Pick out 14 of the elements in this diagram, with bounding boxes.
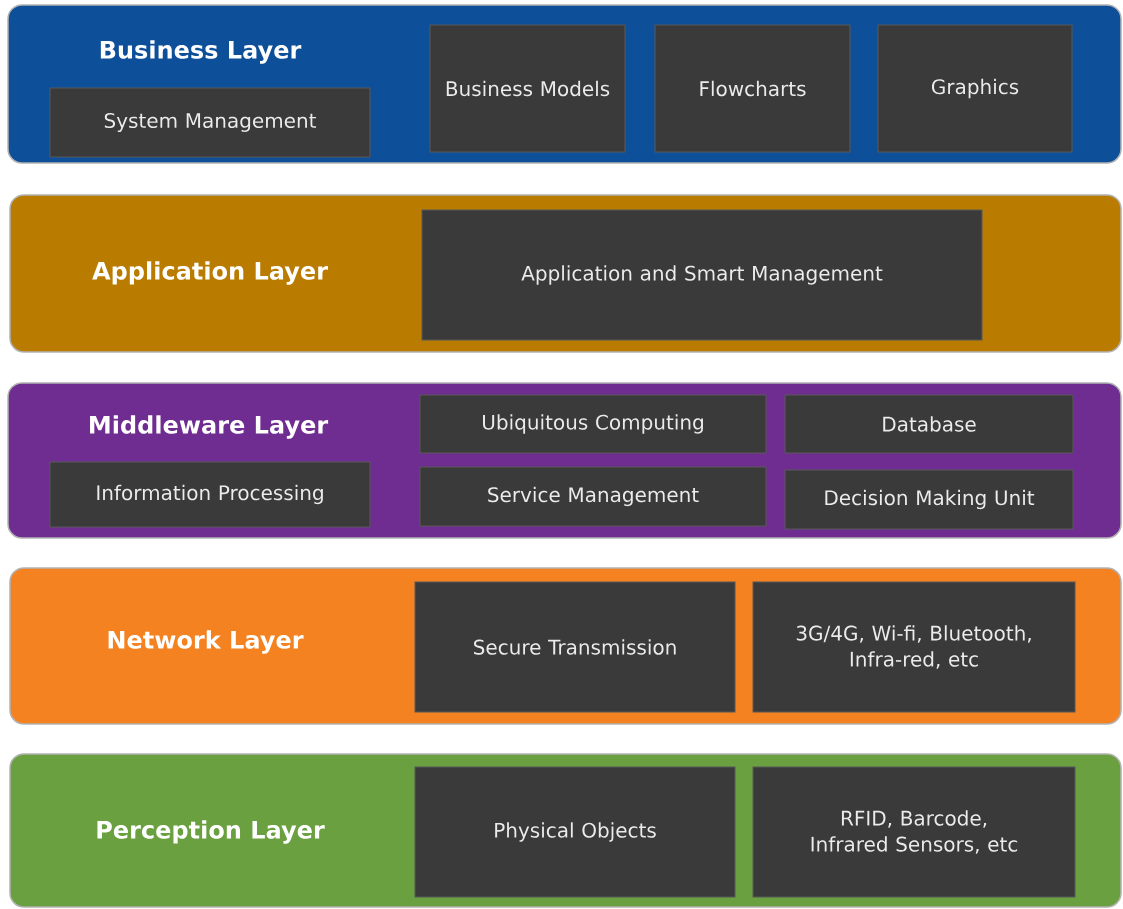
component-box: 3G/4G, Wi-fi, Bluetooth, Infra-red, etc — [752, 581, 1076, 713]
component-box: Flowcharts — [654, 24, 851, 153]
component-box: System Management — [49, 87, 371, 158]
component-box: Graphics — [877, 24, 1073, 153]
component-box: Business Models — [429, 24, 626, 153]
component-box: Database — [784, 394, 1074, 454]
component-box: Secure Transmission — [414, 581, 736, 713]
component-box: Ubiquitous Computing — [419, 394, 767, 454]
component-box: RFID, Barcode, Infrared Sensors, etc — [752, 766, 1076, 898]
component-box: Physical Objects — [414, 766, 736, 898]
component-box: Service Management — [419, 466, 767, 527]
component-box: Information Processing — [49, 461, 371, 528]
component-box: Decision Making Unit — [784, 469, 1074, 530]
component-box: Application and Smart Management — [421, 209, 983, 341]
